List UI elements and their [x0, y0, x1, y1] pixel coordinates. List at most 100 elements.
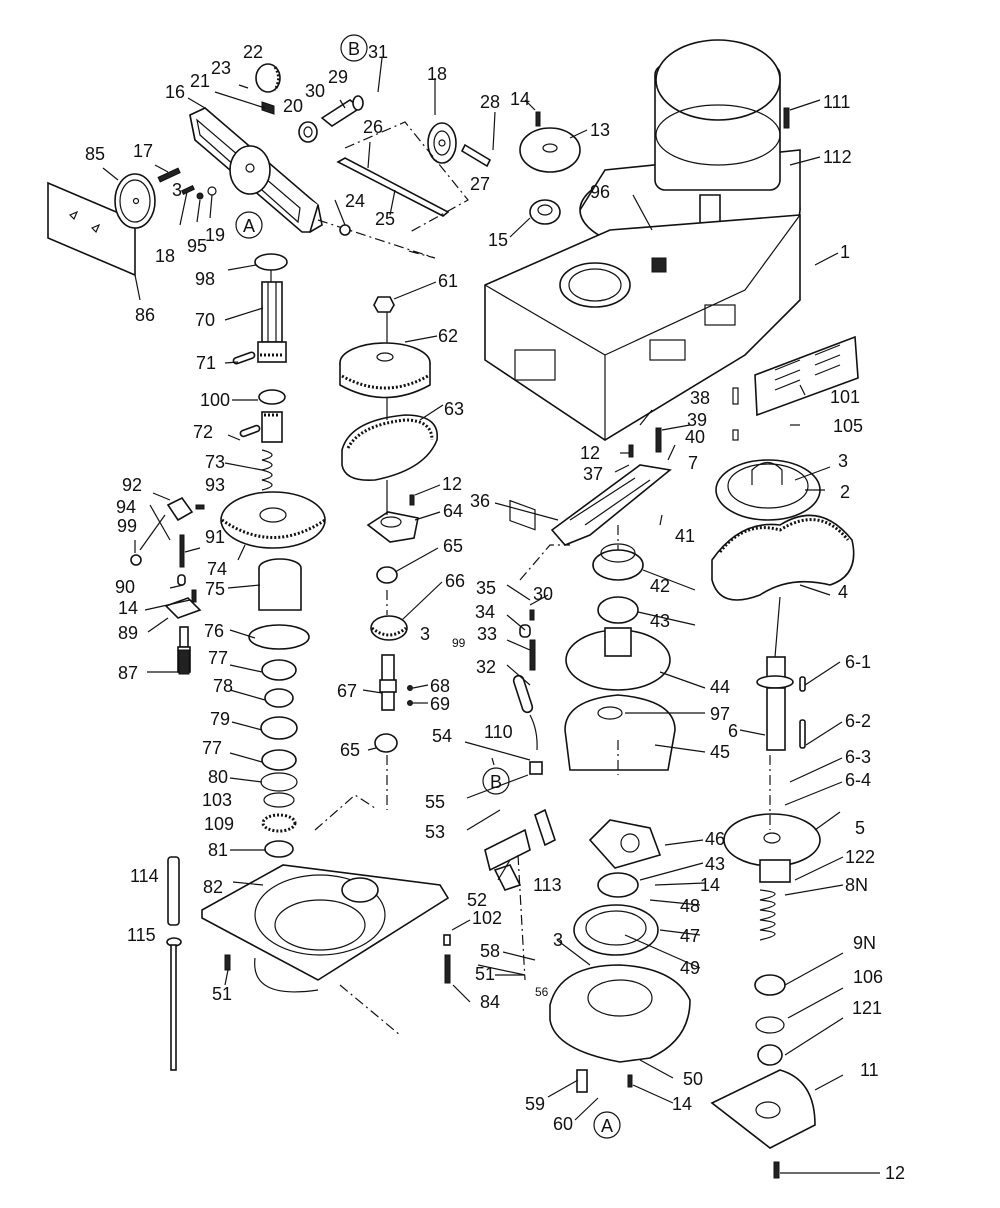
part-label: 90	[115, 577, 135, 597]
part-label: 1	[840, 242, 850, 262]
part-label: 64	[443, 501, 463, 521]
plate-46	[588, 819, 662, 869]
part-label: 44	[710, 677, 730, 697]
flange-64	[366, 511, 419, 543]
spacer-78	[264, 688, 294, 708]
part-label: 25	[375, 209, 395, 229]
part-label: 60	[553, 1114, 573, 1134]
bearing-65b	[374, 733, 398, 753]
part-label: 9N	[853, 933, 876, 953]
part-label: 4	[838, 582, 848, 602]
part-label: 11	[860, 1060, 879, 1080]
part-label: 106	[853, 967, 883, 987]
bolt-111	[783, 107, 790, 129]
part-label: 47	[680, 926, 700, 946]
part-label: 121	[852, 998, 882, 1018]
part-label: 30	[305, 81, 325, 101]
part-label: 5	[855, 818, 865, 838]
part-label: 69	[430, 694, 450, 714]
part-label: 58	[480, 941, 500, 961]
part-label: 15	[488, 230, 508, 250]
part-label: 3	[172, 180, 182, 200]
part-label: 21	[190, 71, 210, 91]
part-label: 22	[243, 42, 263, 62]
callout-A-top: A	[235, 211, 263, 239]
part-label: 49	[680, 958, 700, 978]
part-label: 61	[438, 271, 458, 291]
part-label: 87	[118, 663, 138, 683]
ring-98	[254, 253, 288, 271]
block-92	[166, 496, 194, 522]
belt-4	[711, 514, 855, 601]
part-label: 39	[687, 410, 707, 430]
part-label: 62	[438, 326, 458, 346]
part-label: 97	[710, 704, 730, 724]
part-label: 111	[823, 92, 850, 112]
part-label: 48	[680, 896, 700, 916]
key-6-1	[799, 676, 806, 692]
bracket-36	[550, 464, 672, 546]
part-label: 6-4	[845, 770, 871, 790]
part-label: 24	[345, 191, 365, 211]
shaft-29	[320, 95, 364, 127]
spring-8N	[759, 889, 776, 941]
part-label: 51	[475, 964, 495, 984]
part-label: 105	[833, 416, 863, 436]
part-label: 89	[118, 623, 138, 643]
part-label: 65	[340, 740, 360, 760]
part-label: 41	[675, 526, 695, 546]
part-label: 51	[212, 984, 232, 1004]
part-label: 6	[728, 721, 738, 741]
pulley-5	[723, 813, 821, 883]
part-label: 115	[127, 925, 156, 945]
washer-109	[261, 813, 297, 833]
pin-28	[460, 143, 492, 168]
part-label: 14	[700, 875, 720, 895]
shaft-25	[336, 157, 450, 217]
part-labels: 22 23 21 16 31 29 30 20 18 28 26 27 25 2…	[85, 42, 905, 1183]
gear-72	[261, 411, 283, 443]
gear-66	[370, 615, 408, 641]
part-label: 103	[202, 790, 232, 810]
block-59	[576, 1069, 588, 1093]
bolt-114-115	[166, 856, 182, 1071]
part-label: 6-3	[845, 747, 871, 767]
part-label: 102	[472, 908, 502, 928]
part-label: 12	[442, 474, 462, 494]
bearing-15	[529, 199, 561, 225]
spline-shaft-70	[257, 281, 287, 363]
part-label: 85	[85, 144, 105, 164]
part-label: 65	[443, 536, 463, 556]
part-label: 31	[368, 42, 388, 62]
bearing-77b	[261, 749, 297, 771]
part-label: 6-2	[845, 711, 871, 731]
part-label: 68	[430, 676, 450, 696]
part-label: 99	[117, 516, 137, 536]
part-label: 40	[685, 427, 705, 447]
part-label: 73	[205, 452, 225, 472]
part-label: 8N	[845, 875, 868, 895]
part-label: 18	[427, 64, 447, 84]
part-label: 43	[705, 854, 725, 874]
bearing-65a	[376, 566, 398, 584]
part-label: 113	[533, 875, 562, 895]
part-label: 52	[467, 890, 487, 910]
part-label: 63	[444, 399, 464, 419]
plate-13	[519, 127, 581, 173]
ring-100	[258, 389, 286, 405]
part-label: 2	[840, 482, 850, 502]
spindle-6	[756, 656, 794, 751]
part-label: 77	[208, 648, 228, 668]
part-label: 109	[204, 814, 234, 834]
belt-63	[341, 414, 438, 482]
part-label: 23	[211, 58, 231, 78]
part-label: 76	[204, 621, 224, 641]
part-label: 35	[476, 578, 496, 598]
part-label: 112	[823, 147, 852, 167]
housing-44	[565, 627, 671, 691]
bearing-43	[597, 596, 639, 624]
part-label: 43	[650, 611, 670, 631]
bearing-121	[757, 1044, 783, 1066]
part-label: 12	[580, 443, 600, 463]
part-label: 56	[535, 985, 549, 999]
